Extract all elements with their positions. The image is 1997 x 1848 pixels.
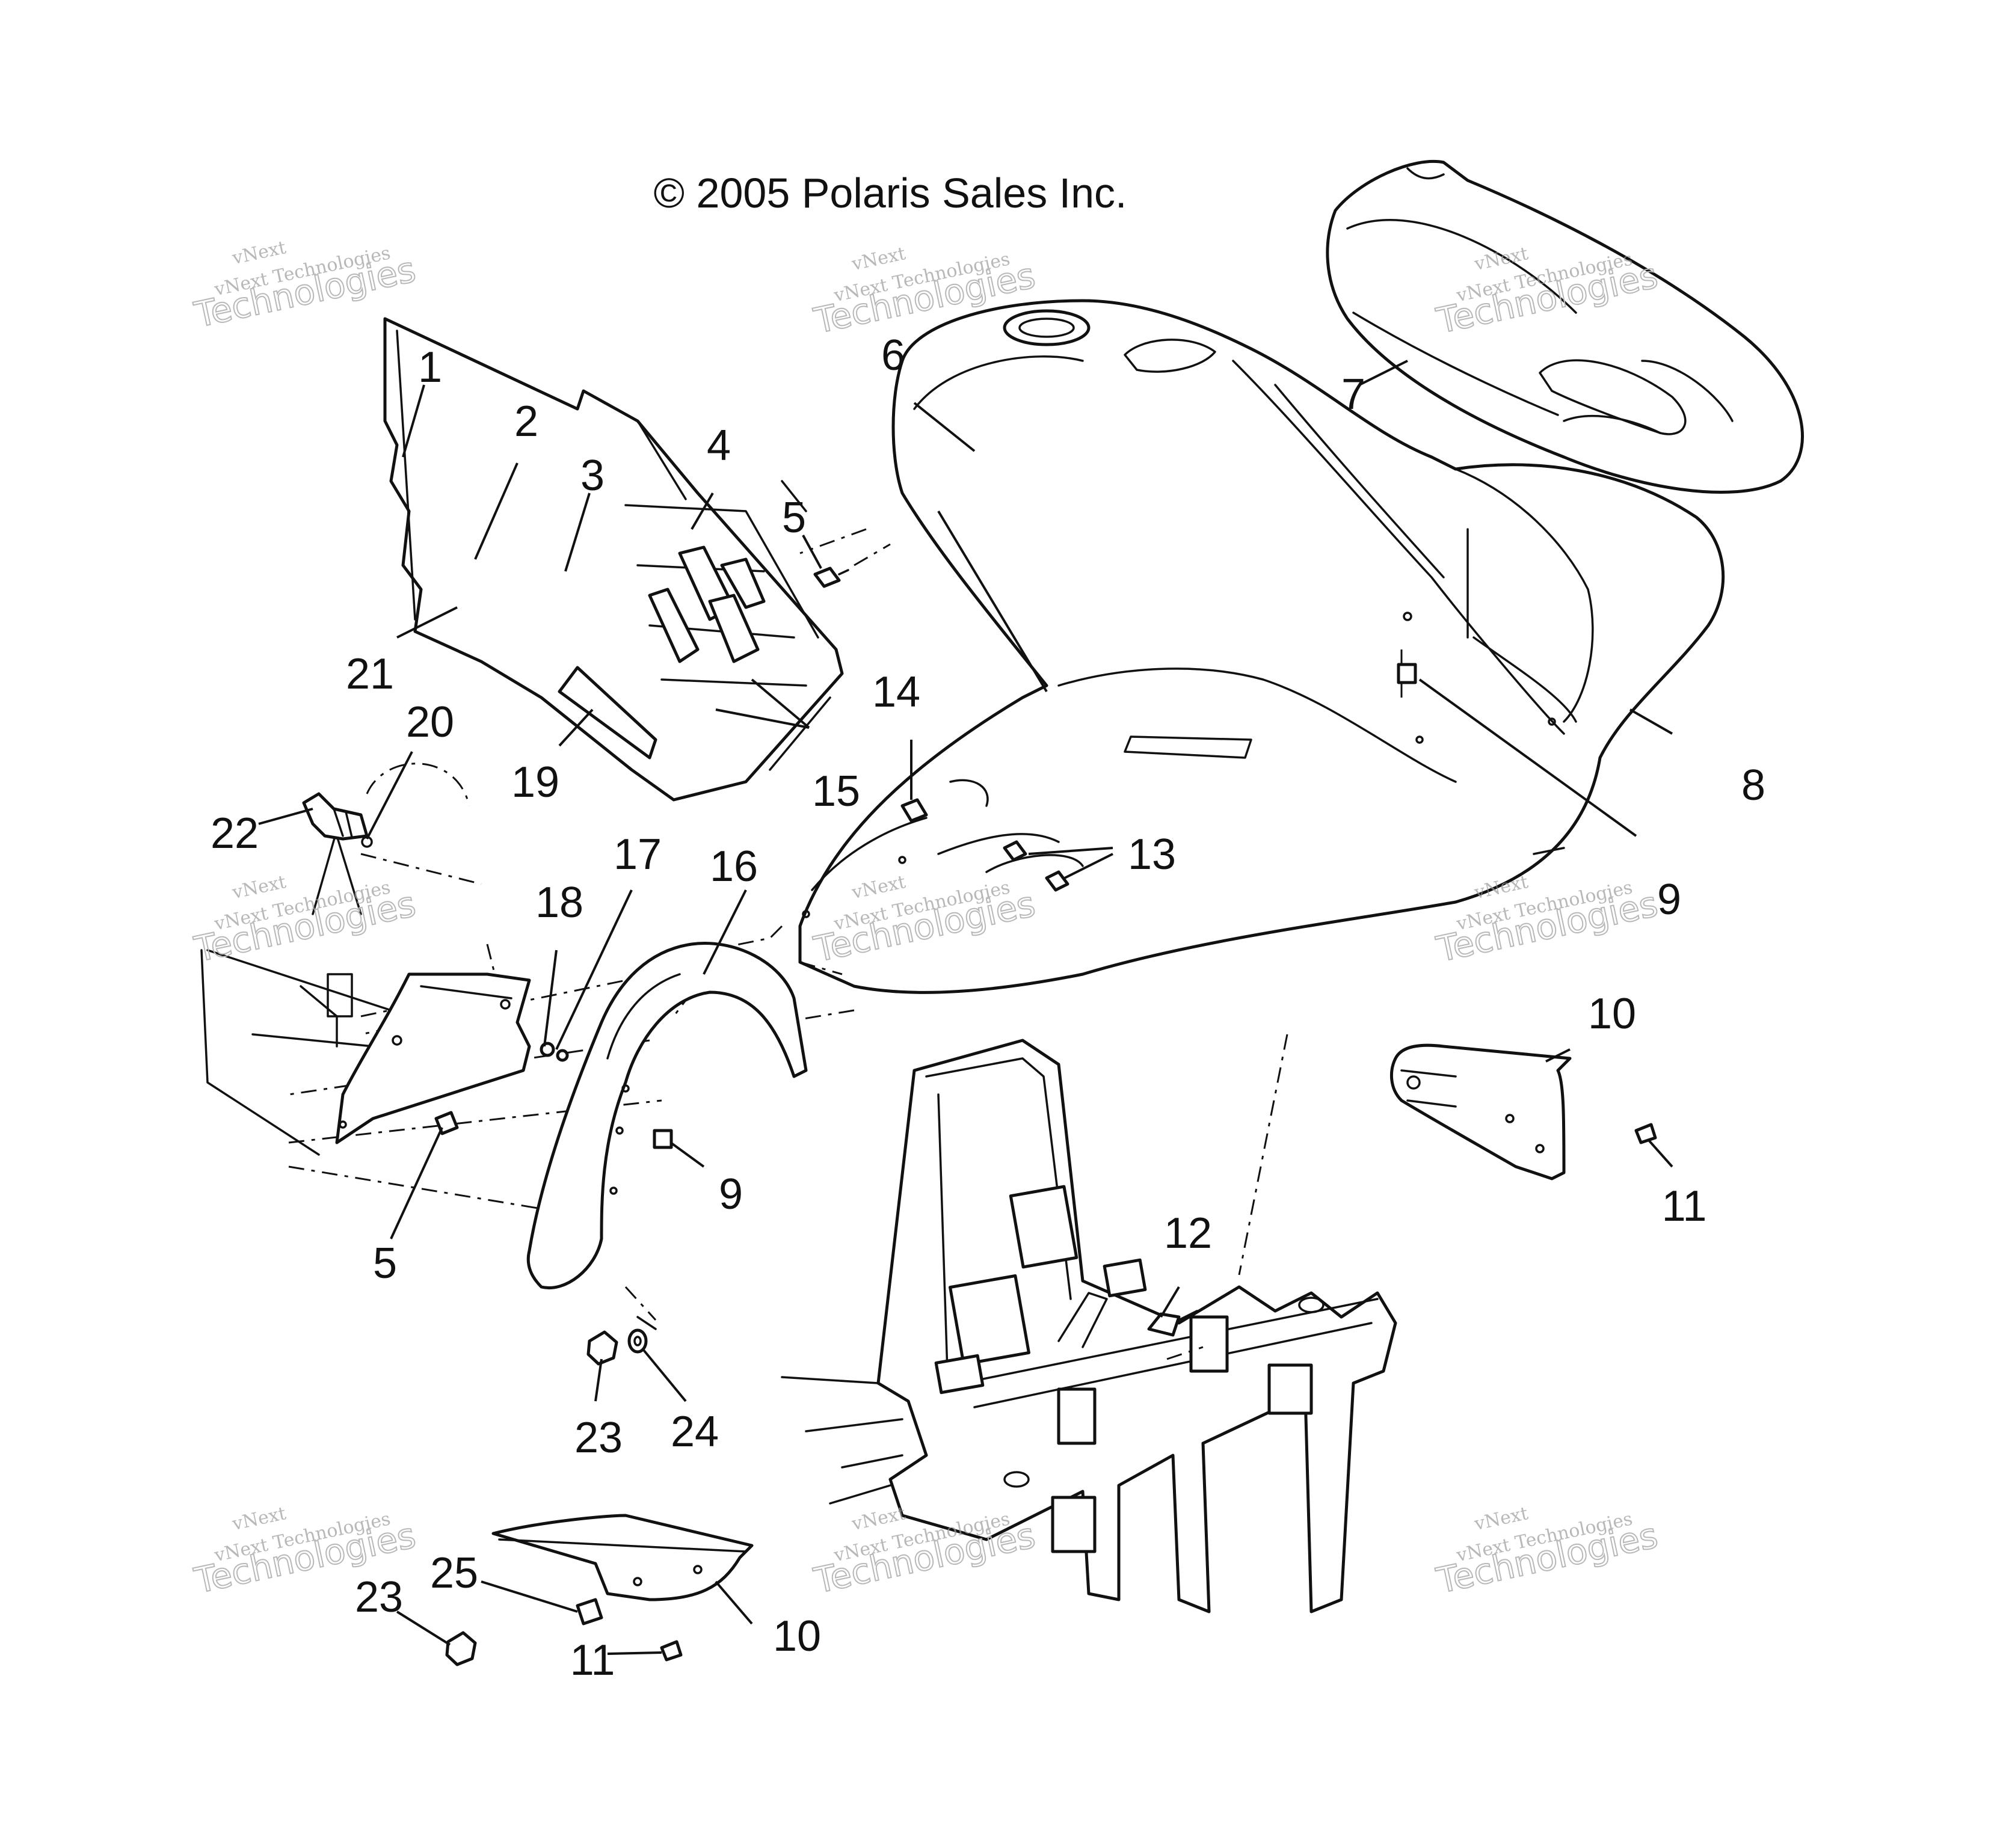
callout-labels: 1 2 3 4 5 5 6 7 8 9 9 10 10 11 11 12 13 … [211,331,1765,1684]
callout-6: 6 [881,331,905,379]
callout-10-bottom: 10 [773,1612,821,1660]
callout-2: 2 [514,398,538,446]
frame-bracket-b [1057,1387,1097,1445]
callout-1: 1 [418,343,442,391]
fuel-cap-opening [1003,309,1091,346]
watermark-br: vNext vNext Technologies Technologies [1432,1503,1662,1602]
hardware [302,543,1657,1666]
callout-22: 22 [211,809,259,858]
rear-rack-cover [1326,160,1804,494]
svg-text:vNext: vNext [230,237,288,269]
svg-text:vNext: vNext [1472,1503,1530,1535]
panel-label-plate [558,666,657,760]
clip-18 [540,1042,555,1057]
svg-text:vNext: vNext [849,243,907,275]
callout-5-bottom: 5 [373,1239,397,1288]
frame-bracket [1189,1315,1229,1373]
callout-9-right: 9 [1657,876,1681,924]
copyright-text: © 2005 Polaris Sales Inc. [654,170,1127,216]
callout-5-top: 5 [782,494,806,542]
callout-8: 8 [1741,761,1765,809]
screw-5-top [813,566,841,588]
callout-13: 13 [1128,830,1176,879]
svg-text:vNext: vNext [230,871,288,903]
nut-23-bottom [445,1631,477,1666]
callout-25: 25 [430,1549,478,1597]
frame-window-a [949,1274,1030,1366]
svg-text:vNext: vNext [230,1503,288,1535]
fastener-14 [900,798,928,823]
nut-13a [1003,840,1027,862]
bracket-right [1389,1043,1572,1180]
front-cab [798,299,1725,994]
callout-23-mid: 23 [574,1414,623,1462]
callout-10-right: 10 [1588,990,1636,1038]
clip-9-mid [653,1129,673,1149]
callout-4: 4 [707,422,731,470]
callout-3: 3 [580,452,605,500]
nut-23-mid [586,1330,618,1366]
callout-11-right: 11 [1662,1182,1707,1230]
frame-receiver [1267,1363,1313,1415]
screw-5-bottom [434,1111,459,1135]
leader-lines [258,360,1673,1655]
callout-19: 19 [511,758,559,806]
callout-12: 12 [1164,1209,1212,1257]
bracket-bottom [491,1514,754,1601]
callout-9-mid: 9 [719,1170,743,1218]
callout-15: 15 [812,767,860,815]
svg-text:vNext: vNext [849,1503,907,1535]
callout-16: 16 [710,843,758,891]
footwell-outline [200,763,482,1156]
clip-9-top [1397,663,1417,684]
callout-21: 21 [346,650,394,698]
callout-20: 20 [406,698,454,746]
callout-14: 14 [872,668,920,716]
frame-window-b [1009,1185,1079,1269]
callout-23-bottom: 23 [355,1573,403,1621]
bolt-25 [576,1598,603,1625]
storage-panel [383,317,844,802]
fender-flare [526,942,808,1289]
callout-7: 7 [1341,370,1365,419]
callout-17: 17 [614,830,662,879]
frame-assembly [781,1039,1397,1613]
bolt-12 [1147,1312,1181,1337]
fastener-11-right [1634,1123,1657,1144]
frame-receiver-b [1051,1496,1097,1553]
fastener-11-bottom [660,1640,683,1662]
nut-13b [1045,870,1069,892]
mud-flap [335,972,531,1144]
washer-24 [627,1328,648,1354]
callout-24: 24 [671,1408,719,1456]
callout-11-bottom: 11 [570,1636,615,1684]
watermark-ml: vNext vNext Technologies Technologies [190,871,420,971]
watermark-tl: vNext vNext Technologies Technologies [190,237,420,336]
callout-18: 18 [535,879,583,927]
